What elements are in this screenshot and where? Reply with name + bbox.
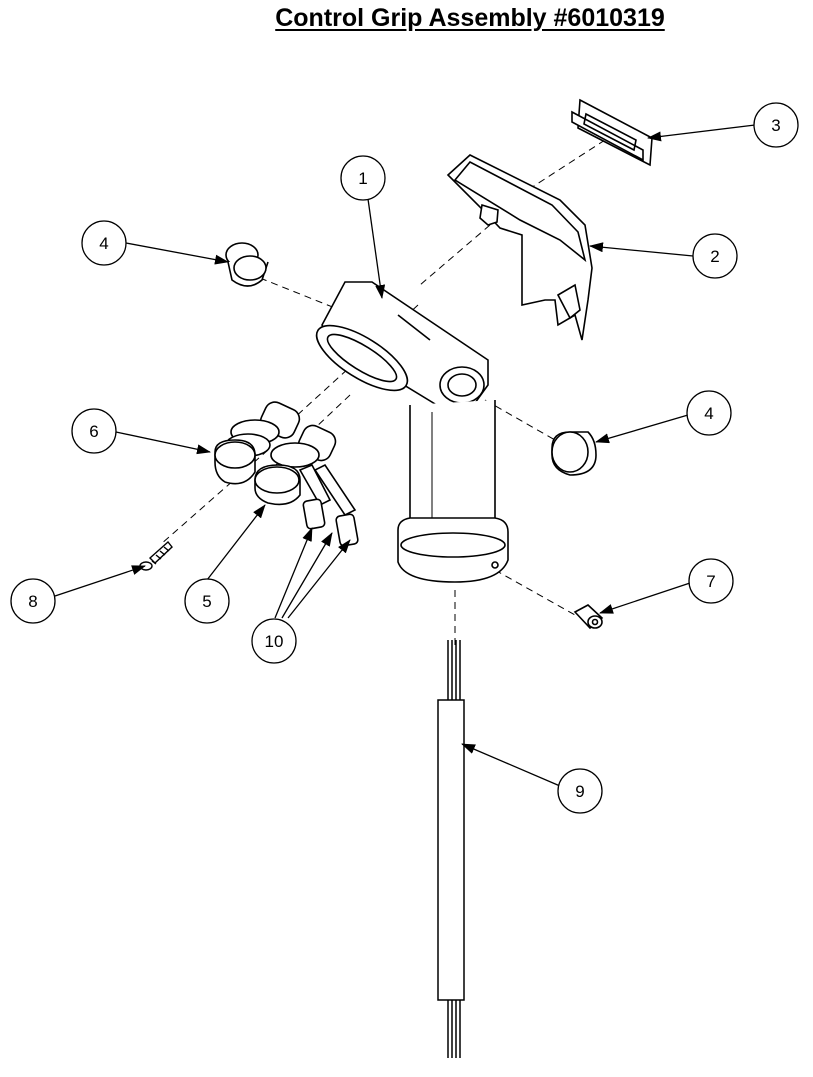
callout-4-left-label: 4 [99,234,108,253]
callout-4-right-label: 4 [704,404,713,423]
callout-8: 8 [10,578,56,624]
part-9-cable [437,640,465,1058]
callout-3-label: 3 [771,116,780,135]
callout-9-label: 9 [575,782,584,801]
callout-10-label: 10 [265,632,284,651]
part-8-screw [139,540,173,571]
part-1-grip-housing [315,281,509,583]
callout-7: 7 [688,558,734,604]
part-3-button-pad [571,98,653,167]
callout-4-left: 4 [81,220,127,266]
callout-7-label: 7 [706,572,715,591]
callout-8-label: 8 [28,592,37,611]
callout-1-label: 1 [358,169,367,188]
leader-lines [54,124,756,787]
callout-4-right: 4 [686,390,732,436]
part-2-trigger-cover [446,154,593,341]
callout-2: 2 [692,233,738,279]
callout-2-label: 2 [710,247,719,266]
callout-3: 3 [753,102,799,148]
diagram-title: Control Grip Assembly #6010319 [275,4,665,32]
callout-6: 6 [71,408,117,454]
callout-5-label: 5 [202,592,211,611]
part-4-bushing-left [225,242,269,287]
callout-5: 5 [184,578,230,624]
callout-9: 9 [557,768,603,814]
callout-1: 1 [340,155,386,201]
callout-6-label: 6 [89,422,98,441]
callout-10: 10 [251,618,297,664]
part-4-cap-right [551,431,597,476]
part-7-set-screw [573,604,604,630]
part-5-6-switch-assembly [214,401,359,547]
